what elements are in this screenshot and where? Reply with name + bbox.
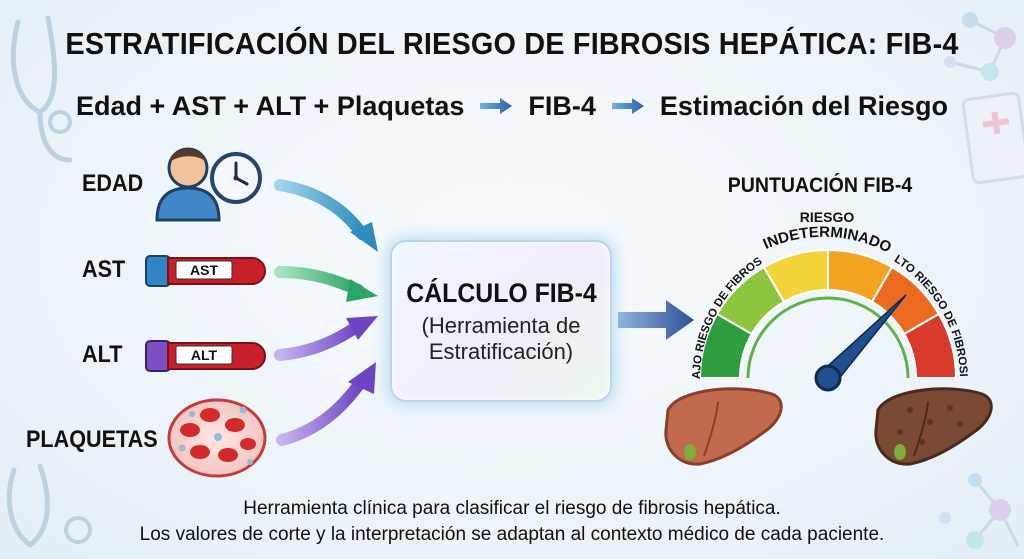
healthy-liver-icon — [664, 387, 783, 466]
arrow-edad — [274, 179, 378, 252]
stethoscope-icon — [6, 463, 92, 548]
ast-tube-label: AST — [190, 262, 218, 278]
gauge-needle-hub — [814, 364, 842, 392]
blood-cells-icon — [167, 398, 267, 478]
formula-subtitle: Edad + AST + ALT + Plaquetas FIB-4 Estim… — [0, 86, 1024, 126]
input-label-alt: ALT — [82, 341, 123, 368]
ast-tube-icon — [145, 255, 266, 287]
formula-middle: FIB-4 — [528, 90, 596, 121]
calculation-title: CÁLCULO FIB-4 — [405, 277, 597, 308]
clock-icon — [210, 152, 262, 204]
footer-line1: Herramienta clínica para clasificar el r… — [243, 498, 781, 519]
fib4-gauge: BAJO RIESGO DE FIBROSIS INDETERMINADO AL… — [660, 200, 969, 392]
gauge-title: PUNTUACIÓN FIB-4 — [727, 174, 913, 197]
arrow-alt — [274, 316, 378, 361]
molecule-icon — [939, 473, 1020, 549]
calculation-box: CÁLCULO FIB-4 (Herramienta de Estratific… — [390, 240, 612, 402]
footer-line2: Los valores de corte y la interpretación… — [139, 524, 885, 545]
input-label-ast: AST — [82, 256, 126, 283]
input-label-edad: EDAD — [82, 170, 144, 197]
calculation-subtitle-line2: Estratificación) — [428, 338, 574, 364]
arrow-plaquetas — [276, 362, 376, 446]
stethoscope-icon — [10, 15, 73, 163]
alt-tube-label: ALT — [190, 347, 218, 363]
calculation-subtitle-line1: (Herramienta de — [421, 312, 581, 338]
formula-result: Estimación del Riesgo — [659, 90, 948, 121]
page-title: ESTRATIFICACIÓN DEL RIESGO DE FIBROSIS H… — [65, 26, 959, 61]
gauge-needle — [814, 294, 907, 392]
footer-note: Herramienta clínica para clasificar el r… — [0, 496, 1024, 548]
alt-tube-icon — [145, 340, 266, 372]
livers-illustration — [664, 387, 993, 466]
fibrotic-liver-icon — [874, 387, 993, 466]
arrow-right-icon — [480, 98, 513, 114]
arrow-right-icon — [611, 98, 644, 114]
gauge-segment — [902, 312, 958, 379]
input-label-plaquetas: PLAQUETAS — [26, 426, 158, 453]
person-icon — [155, 147, 221, 222]
gauge-segments — [698, 248, 958, 379]
molecule-icon — [944, 12, 1016, 81]
gauge-mid-label-top: RIESGO — [800, 209, 855, 225]
arrow-output — [618, 300, 694, 340]
gauge-inner-arc — [746, 296, 910, 379]
arrow-ast — [274, 266, 378, 302]
formula-inputs: Edad + AST + ALT + Plaquetas — [76, 90, 465, 121]
